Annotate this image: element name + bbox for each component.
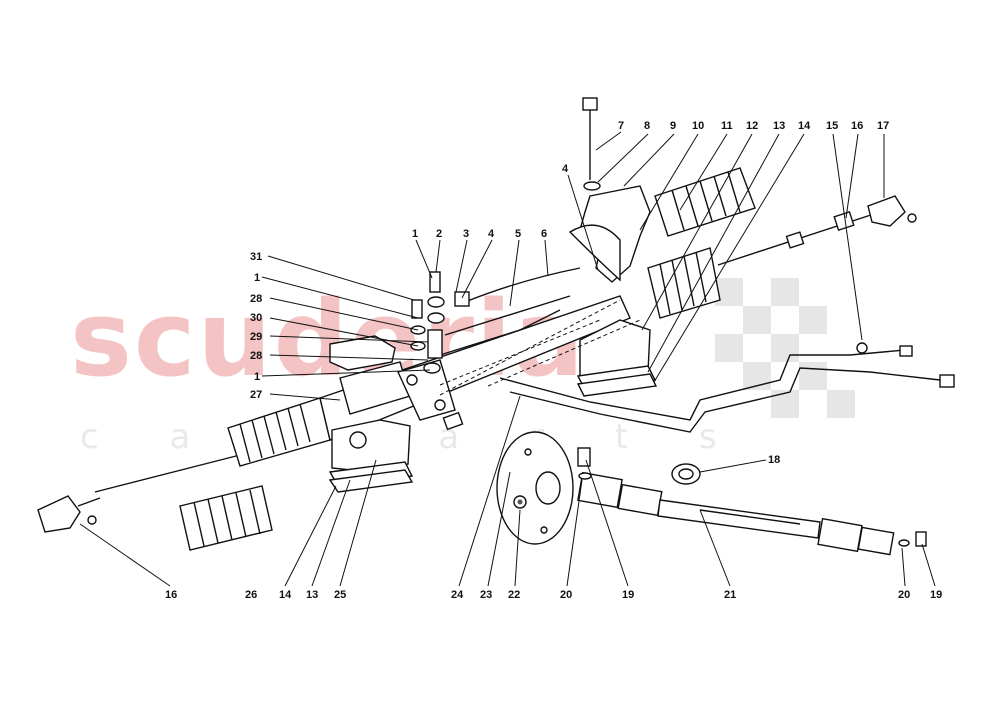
callout-25: 25 [334,589,346,601]
left-support-block [328,335,414,493]
hydraulic-lines [439,267,955,433]
callout-28-upper: 28 [250,293,262,305]
rack-housing [37,195,917,533]
callout-2: 2 [436,228,442,240]
right-support-block [576,319,658,397]
right-mount-clamp [568,97,651,283]
callout-14-bottom: 14 [279,589,292,601]
callout-20-left: 20 [560,589,572,601]
callout-9: 9 [670,120,676,132]
spare-bellows-left [179,485,273,551]
callout-11: 11 [721,120,733,132]
callout-1-lower: 1 [254,371,260,383]
pinion-flange [496,431,574,545]
callout-8: 8 [644,120,650,132]
callout-27: 27 [250,389,262,401]
callout-24: 24 [451,589,464,601]
callout-3: 3 [463,228,469,240]
callout-10: 10 [692,120,704,132]
callout-15: 15 [826,120,838,132]
watermark-flag [715,278,855,418]
callout-29: 29 [250,331,262,343]
callout-16-top: 16 [851,120,863,132]
callout-12: 12 [746,120,758,132]
callout-4-right: 4 [562,163,569,175]
callout-4-top: 4 [488,228,495,240]
callout-28-lower: 28 [250,350,262,362]
callout-31: 31 [250,251,262,263]
callout-6: 6 [541,228,547,240]
callout-13-top: 13 [773,120,785,132]
banjo-fittings [410,271,470,374]
callout-5: 5 [515,228,521,240]
callout-14-top: 14 [798,120,811,132]
callout-26: 26 [245,589,257,601]
steering-column-shaft [577,447,927,556]
callout-18: 18 [768,454,780,466]
callout-17: 17 [877,120,889,132]
callout-19-left: 19 [622,589,634,601]
callout-21: 21 [724,589,736,601]
callout-20-right: 20 [898,589,910,601]
leader-lines [79,131,936,587]
callout-16-bottom: 16 [165,589,177,601]
spare-bellows-right [654,167,756,237]
callout-22: 22 [508,589,520,601]
callout-19-right: 19 [930,589,942,601]
callout-7: 7 [618,120,624,132]
callout-1-top: 1 [412,228,418,240]
callout-30: 30 [250,312,262,324]
callout-labels: 7 8 9 10 11 12 13 14 15 16 17 4 1 2 3 4 … [165,120,942,601]
callout-13-bottom: 13 [306,589,318,601]
callout-23: 23 [480,589,492,601]
callout-1-mid: 1 [254,272,260,284]
